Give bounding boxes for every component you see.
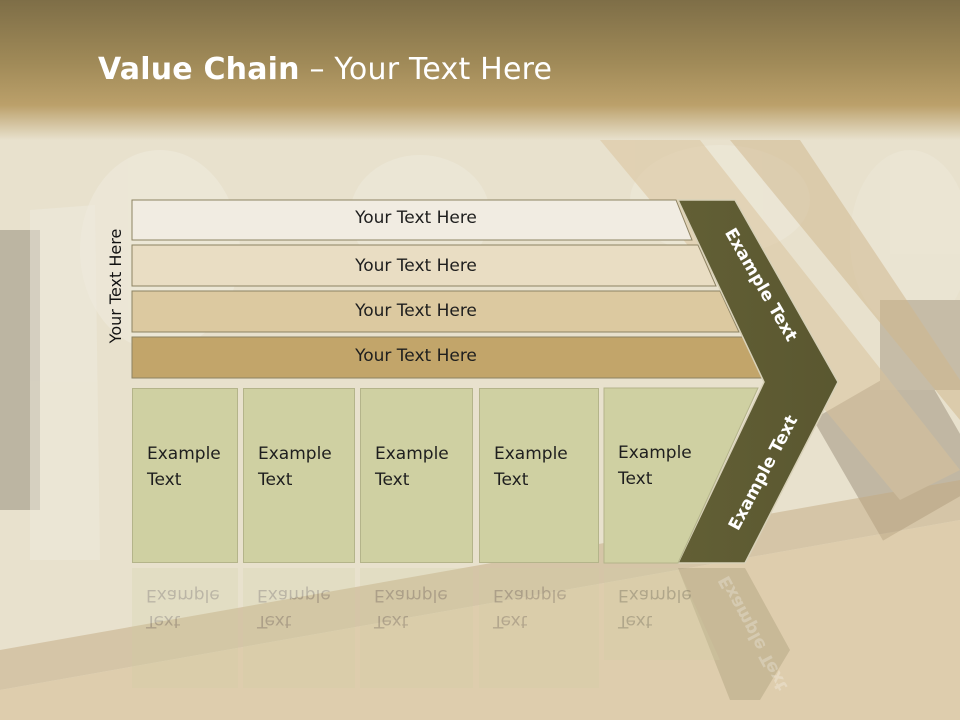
box-3-line2: Text [375, 470, 410, 490]
box-3-reflection-line2: Text [374, 611, 409, 631]
box-2-reflection-line1: Example [257, 585, 331, 605]
row-3-text: Your Text Here [355, 301, 477, 321]
box-4-reflection-line1: Example [493, 585, 567, 605]
box-5-reflection [604, 568, 720, 660]
row-bar-1 [131, 199, 693, 241]
title-band [0, 0, 960, 140]
box-5-shape [603, 387, 759, 564]
box-3-line1: Example [375, 444, 449, 464]
box-1-line1: Example [147, 444, 221, 464]
chevron-reflection [678, 568, 790, 700]
box-5-reflection-line1: Example [618, 585, 692, 605]
row-1-text: Your Text Here [355, 208, 477, 228]
row-4-text: Your Text Here [355, 346, 477, 366]
box-2-reflection-line2: Text [257, 611, 292, 631]
box-5-line1: Example [618, 443, 692, 463]
box-2-line1: Example [258, 444, 332, 464]
box-1-line2: Text [147, 470, 182, 490]
box-5-line2: Text [618, 469, 653, 489]
chevron-shape [676, 199, 839, 564]
box-1-reflection-line2: Text [146, 611, 181, 631]
box-1-reflection-line1: Example [146, 585, 220, 605]
box-5-reflection-line2: Text [618, 611, 653, 631]
row-bar-3 [131, 290, 740, 333]
box-2-line2: Text [258, 470, 293, 490]
box-3-reflection-line1: Example [374, 585, 448, 605]
box-4-line2: Text [494, 470, 529, 490]
box-4-reflection-line2: Text [493, 611, 528, 631]
title-bold: Value Chain [98, 52, 300, 87]
box-4-line1: Example [494, 444, 568, 464]
page-title: Value Chain – Your Text Here [98, 52, 552, 87]
title-rest: – Your Text Here [299, 52, 553, 87]
row-2-text: Your Text Here [355, 256, 477, 276]
row-bar-2 [131, 244, 717, 287]
